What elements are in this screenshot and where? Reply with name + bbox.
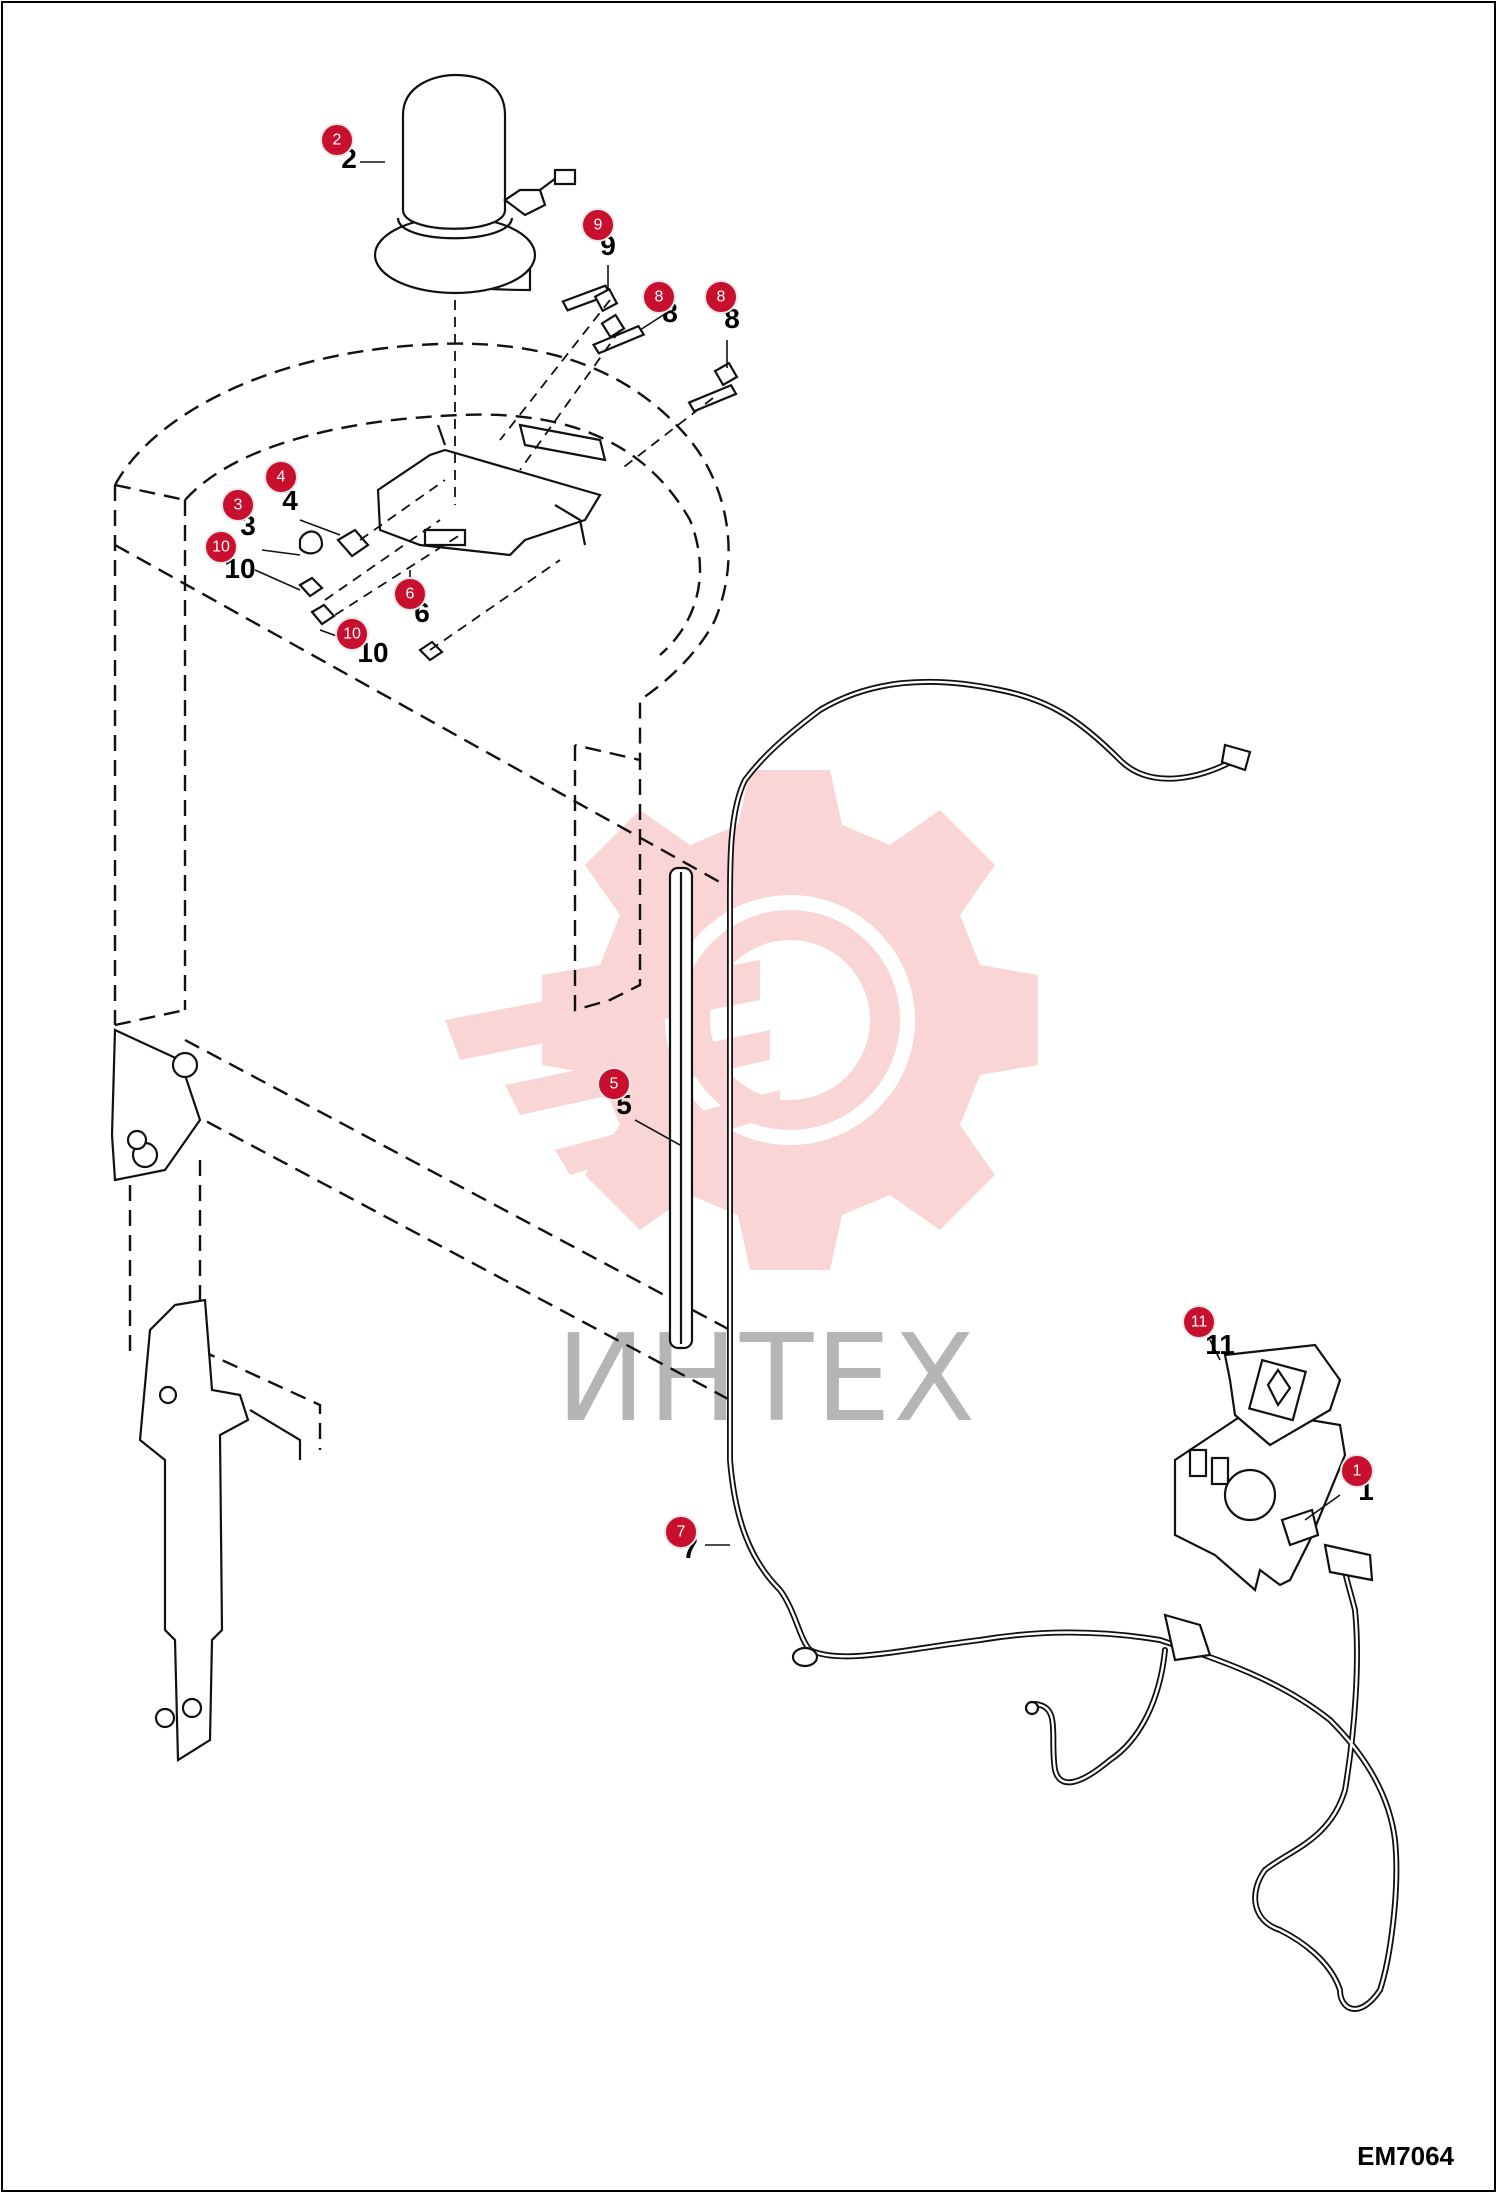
badge-4[interactable]: 4 [264,460,298,494]
small-hardware [298,528,444,662]
svg-text:8: 8 [717,289,726,306]
bolt-8b [687,361,739,413]
badge-3[interactable]: 3 [221,488,255,522]
watermark-text: ИНТЕХ [556,1310,977,1449]
callout-leaders [254,161,1341,1546]
badge-1[interactable]: 1 [1340,1454,1374,1488]
beacon-light [373,73,577,295]
badge-7[interactable]: 7 [664,1515,698,1549]
svg-text:4: 4 [277,469,286,486]
side-bracket [138,1298,302,1762]
wiring-harness [727,678,1400,2012]
badge-10a[interactable]: 10 [204,530,238,564]
svg-text:8: 8 [655,289,664,306]
svg-text:7: 7 [677,1524,686,1541]
badge-9[interactable]: 9 [581,208,615,242]
badge-5[interactable]: 5 [597,1067,631,1101]
svg-text:2: 2 [333,132,342,149]
badge-10b[interactable]: 10 [335,617,369,651]
figure-code: EM7064 [1357,2141,1454,2171]
svg-text:10: 10 [343,626,361,643]
svg-text:5: 5 [610,1076,619,1093]
bolt-9 [561,284,619,313]
badge-8a[interactable]: 8 [642,280,676,314]
badge-6[interactable]: 6 [393,577,427,611]
svg-text:1: 1 [1353,1463,1362,1480]
svg-text:9: 9 [594,217,603,234]
svg-text:11: 11 [1191,1314,1208,1331]
svg-text:10: 10 [212,539,230,556]
callout-badges: 2 9 8 8 4 3 10 6 10 5 11 1 7 [204,123,1374,1549]
bolt-8a [591,313,646,355]
switch-panel [1173,1343,1347,1593]
svg-text:3: 3 [234,497,243,514]
svg-text:6: 6 [406,586,415,603]
badge-11[interactable]: 11 [1182,1305,1216,1339]
hinge-assembly [110,1028,202,1182]
vertical-channel [668,866,694,1350]
badge-2[interactable]: 2 [320,123,354,157]
watermark-logo [445,770,1038,1270]
badge-8b[interactable]: 8 [704,280,738,314]
assembly-dashes [324,299,714,651]
mount-plate [376,423,607,557]
